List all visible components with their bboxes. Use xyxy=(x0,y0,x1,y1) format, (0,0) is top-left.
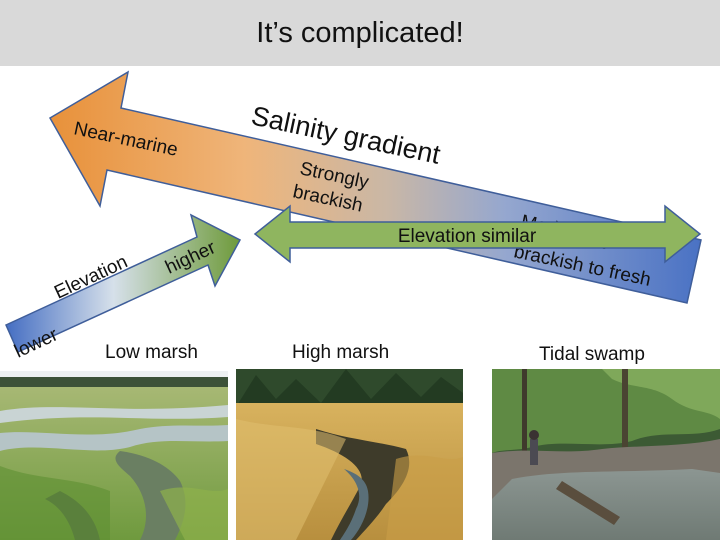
photo-tidal-swamp xyxy=(492,369,720,540)
title-bar: It’s complicated! xyxy=(0,0,720,66)
caption-high-marsh: High marsh xyxy=(292,342,390,363)
photo-high-marsh xyxy=(236,369,463,540)
elevation-similar-label: Elevation similar xyxy=(398,226,537,247)
caption-low-marsh: Low marsh xyxy=(105,342,198,363)
caption-tidal-swamp: Tidal swamp xyxy=(539,344,645,365)
elevation-similar-arrow xyxy=(253,204,702,264)
slide-title: It’s complicated! xyxy=(256,16,464,49)
photo-low-marsh xyxy=(0,371,228,540)
elevation-arrow xyxy=(5,213,242,353)
